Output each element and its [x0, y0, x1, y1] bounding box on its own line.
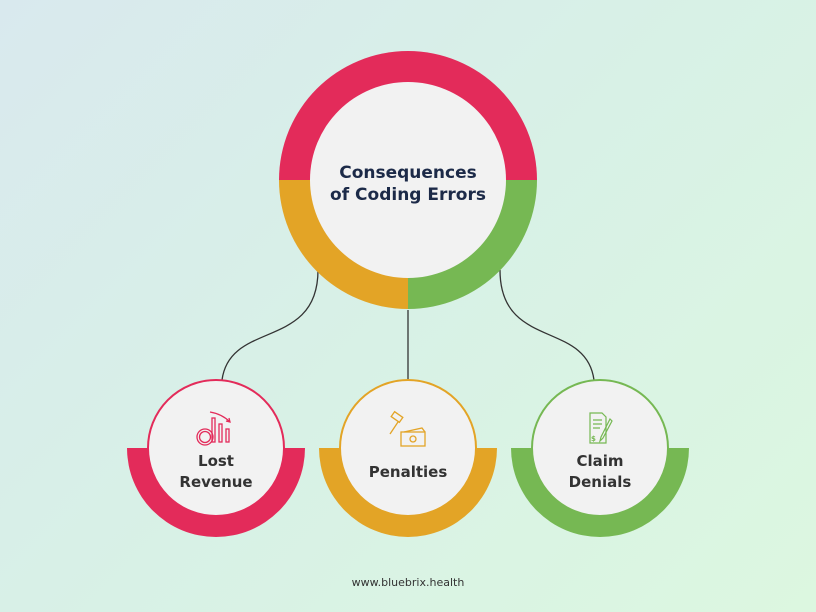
node-claim-denials-line2: Denials: [569, 473, 632, 491]
node-lost-revenue-line1: Lost: [198, 452, 234, 470]
gavel-money-icon: [389, 410, 426, 447]
footer-website: www.bluebrix.health: [352, 576, 465, 589]
node-penalties: Penalties: [319, 379, 497, 537]
node-claim-denials: $ Claim Denials: [511, 379, 689, 537]
node-lost-revenue-line2: Revenue: [179, 473, 252, 491]
svg-text:$: $: [591, 435, 596, 443]
revenue-down-icon: [196, 411, 231, 446]
main-ring: [279, 51, 537, 309]
center-title-line2: of Coding Errors: [330, 185, 486, 205]
connector-lost-revenue: [221, 269, 319, 381]
node-lost-revenue: Lost Revenue: [127, 379, 305, 537]
center-title-line1: Consequences: [339, 163, 477, 183]
claim-document-icon: $: [589, 412, 613, 444]
connector-claim-denials: [499, 269, 595, 381]
node-penalties-label: Penalties: [369, 463, 448, 481]
node-claim-denials-line1: Claim: [576, 452, 623, 470]
